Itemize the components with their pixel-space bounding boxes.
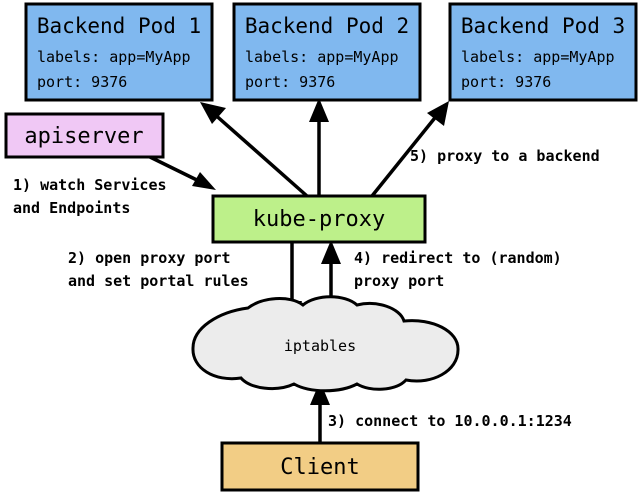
arrow-head-icon bbox=[200, 102, 226, 124]
annotation-step-1: 1) watch Services and Endpoints bbox=[13, 176, 167, 217]
edge-apiserver-to-kubeproxy bbox=[149, 155, 216, 190]
arrow-head-icon bbox=[309, 98, 329, 122]
iptables-label: iptables bbox=[284, 337, 356, 355]
node-kube-proxy[interactable]: kube-proxy bbox=[211, 194, 427, 244]
step-3-line-1: 3) connect to 10.0.0.1:1234 bbox=[328, 412, 572, 430]
backend-pod-2-title: Backend Pod 2 bbox=[245, 14, 409, 38]
step-1-line-1: 1) watch Services bbox=[13, 176, 167, 194]
step-1-line-2: and Endpoints bbox=[13, 199, 130, 217]
backend-pod-2-box[interactable] bbox=[232, 2, 422, 102]
arrow-head-icon bbox=[427, 101, 449, 126]
backend-pod-2-port: port: 9376 bbox=[245, 73, 335, 91]
annotation-step-3: 3) connect to 10.0.0.1:1234 bbox=[328, 412, 572, 430]
apiserver-box[interactable] bbox=[4, 112, 165, 159]
step-2-line-2: and set portal rules bbox=[68, 272, 249, 290]
step-5-line-1: 5) proxy to a backend bbox=[410, 147, 600, 165]
annotation-step-5: 5) proxy to a backend bbox=[410, 147, 600, 165]
edge-kubeproxy-to-pod2 bbox=[309, 98, 329, 196]
apiserver-label: apiserver bbox=[24, 124, 143, 149]
backend-pod-2-labels: labels: app=MyApp bbox=[245, 48, 399, 66]
node-backend-pod-2[interactable]: Backend Pod 2 labels: app=MyApp port: 93… bbox=[232, 2, 422, 102]
edge-client-to-iptables bbox=[310, 381, 330, 443]
backend-pod-3-port: port: 9376 bbox=[461, 73, 551, 91]
annotation-step-2: 2) open proxy port and set portal rules bbox=[68, 249, 249, 290]
node-backend-pod-1[interactable]: Backend Pod 1 labels: app=MyApp port: 93… bbox=[24, 2, 214, 102]
arrow-head-icon bbox=[310, 381, 330, 405]
node-client[interactable]: Client bbox=[220, 441, 420, 492]
arrow-head-icon bbox=[321, 240, 341, 264]
backend-pod-1-title: Backend Pod 1 bbox=[37, 14, 201, 38]
arrow-head-icon bbox=[192, 172, 216, 190]
edge-kubeproxy-to-pod1 bbox=[200, 102, 309, 198]
client-label: Client bbox=[280, 455, 359, 480]
node-iptables-cloud[interactable]: iptables bbox=[191, 295, 460, 393]
step-2-line-1: 2) open proxy port bbox=[68, 249, 231, 267]
backend-pod-3-box[interactable] bbox=[448, 2, 638, 102]
step-4-line-1: 4) redirect to (random) bbox=[354, 249, 562, 267]
backend-pod-1-box[interactable] bbox=[24, 2, 214, 102]
node-backend-pod-3[interactable]: Backend Pod 3 labels: app=MyApp port: 93… bbox=[448, 2, 638, 102]
step-4-line-2: proxy port bbox=[354, 272, 444, 290]
backend-pod-3-title: Backend Pod 3 bbox=[461, 14, 625, 38]
edge-kubeproxy-to-pod3 bbox=[370, 101, 449, 198]
annotation-step-4: 4) redirect to (random) proxy port bbox=[354, 249, 562, 290]
backend-pod-3-labels: labels: app=MyApp bbox=[461, 48, 615, 66]
kube-proxy-box[interactable] bbox=[211, 194, 427, 244]
kube-proxy-label: kube-proxy bbox=[253, 207, 385, 232]
cloud-icon[interactable] bbox=[191, 295, 460, 393]
backend-pod-1-port: port: 9376 bbox=[37, 73, 127, 91]
backend-pod-1-labels: labels: app=MyApp bbox=[37, 48, 191, 66]
client-box[interactable] bbox=[220, 441, 420, 492]
node-apiserver[interactable]: apiserver bbox=[4, 112, 165, 159]
